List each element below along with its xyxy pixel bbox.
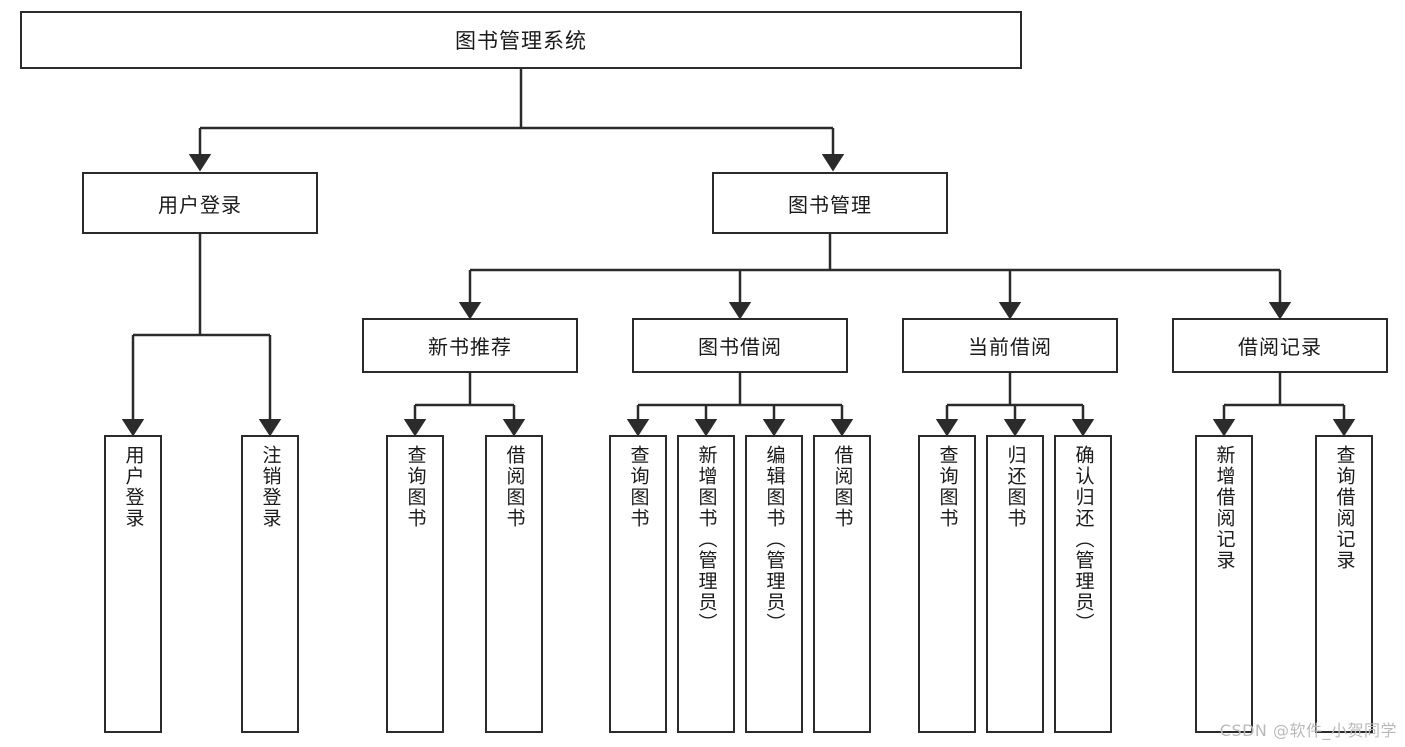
node-current-borrow[interactable]: 当前借阅 bbox=[902, 318, 1118, 373]
watermark-text: CSDN @软件_小贺同学 bbox=[1219, 721, 1397, 740]
leaf-recommend-query-book[interactable]: 查询图书 bbox=[386, 435, 444, 733]
leaf-recommend-borrow-book[interactable]: 借阅图书 bbox=[485, 435, 543, 733]
node-label: 查询借阅记录 bbox=[1333, 445, 1356, 571]
node-new-book-recommend[interactable]: 新书推荐 bbox=[362, 318, 578, 373]
node-user-login[interactable]: 用户登录 bbox=[82, 172, 318, 234]
node-label: 用户登录 bbox=[122, 445, 145, 529]
node-label: 图书借阅 bbox=[698, 335, 782, 359]
node-label: 查询图书 bbox=[627, 445, 650, 529]
leaf-record-add-record[interactable]: 新增借阅记录 bbox=[1195, 435, 1253, 733]
node-book-management[interactable]: 图书管理 bbox=[712, 172, 948, 234]
node-label: 查询图书 bbox=[936, 445, 959, 529]
node-label: 新增借阅记录 bbox=[1213, 445, 1236, 571]
node-label: 用户登录 bbox=[158, 192, 242, 217]
node-label: 图书管理系统 bbox=[455, 29, 587, 53]
leaf-current-query-book[interactable]: 查询图书 bbox=[918, 435, 976, 733]
leaf-user-login[interactable]: 用户登录 bbox=[104, 435, 162, 733]
node-root-system[interactable]: 图书管理系统 bbox=[20, 11, 1022, 69]
node-borrow-record[interactable]: 借阅记录 bbox=[1172, 318, 1388, 373]
leaf-current-return-book[interactable]: 归还图书 bbox=[986, 435, 1044, 733]
leaf-current-confirm-return[interactable]: 确认归还（管理员） bbox=[1054, 435, 1112, 733]
node-label: 注销登录 bbox=[259, 445, 282, 529]
node-label: 查询图书 bbox=[404, 445, 427, 529]
leaf-borrow-add-book[interactable]: 新增图书（管理员） bbox=[677, 435, 735, 733]
node-label: 确认归还（管理员） bbox=[1072, 445, 1095, 634]
node-label: 归还图书 bbox=[1004, 445, 1027, 529]
leaf-borrow-query-book[interactable]: 查询图书 bbox=[609, 435, 667, 733]
node-book-borrow[interactable]: 图书借阅 bbox=[632, 318, 848, 373]
node-label: 借阅图书 bbox=[831, 445, 854, 529]
leaf-record-query-record[interactable]: 查询借阅记录 bbox=[1315, 435, 1373, 733]
leaf-borrow-edit-book[interactable]: 编辑图书（管理员） bbox=[745, 435, 803, 733]
node-label: 图书管理 bbox=[788, 192, 872, 217]
node-label: 新书推荐 bbox=[428, 335, 512, 359]
leaf-user-logout[interactable]: 注销登录 bbox=[241, 435, 299, 733]
node-label: 借阅图书 bbox=[503, 445, 526, 529]
node-label: 编辑图书（管理员） bbox=[763, 445, 786, 634]
node-label: 新增图书（管理员） bbox=[695, 445, 718, 634]
node-label: 借阅记录 bbox=[1238, 335, 1322, 359]
node-label: 当前借阅 bbox=[968, 335, 1052, 359]
leaf-borrow-borrow-book[interactable]: 借阅图书 bbox=[813, 435, 871, 733]
